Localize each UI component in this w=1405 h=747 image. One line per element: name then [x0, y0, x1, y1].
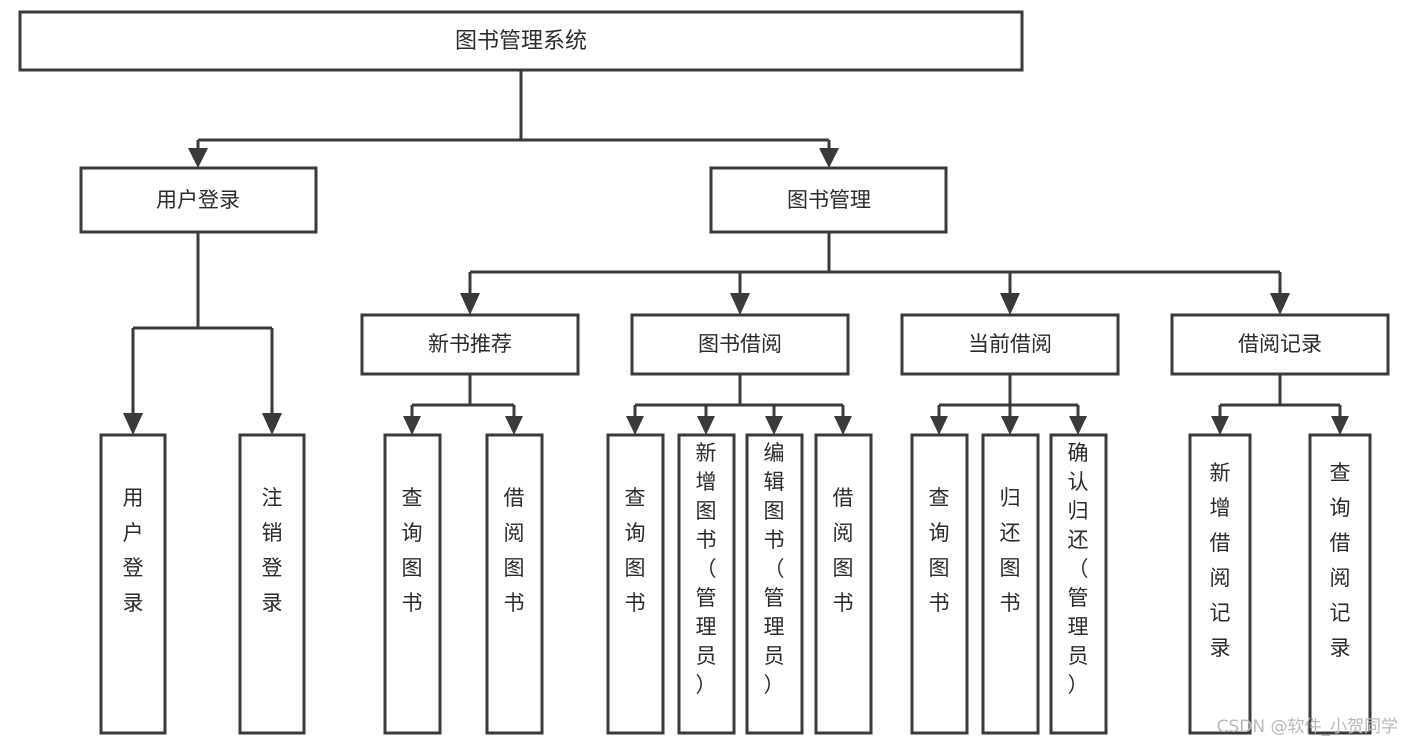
- node-leaf-user-logout[interactable]: 注销登录: [238, 433, 306, 735]
- node-user-login-label: 用户登录: [156, 188, 240, 212]
- connector-layer: [123, 70, 1349, 435]
- leaf-nodes-layer: 用户登录 注销登录 查询图书 借阅图书 查询图书 新增图书（管理员） 编辑图书（…: [99, 433, 1372, 735]
- node-leaf-query-borrow-record-box[interactable]: [1308, 433, 1372, 735]
- arrow-to-leaf-confirm-return-admin: [1069, 416, 1087, 435]
- node-leaf-add-borrow-record-box[interactable]: [1188, 433, 1252, 735]
- node-book-manage-box[interactable]: [709, 166, 948, 234]
- arrow-to-book-manage: [819, 148, 839, 168]
- node-root-label: 图书管理系统: [455, 29, 587, 54]
- node-root[interactable]: 图书管理系统: [18, 10, 1024, 72]
- arrow-to-borrow-record: [1270, 293, 1290, 315]
- node-leaf-edit-book-admin[interactable]: 编辑图书（管理员）: [745, 433, 804, 735]
- node-new-book-rec-box[interactable]: [360, 313, 580, 376]
- node-user-login[interactable]: 用户登录: [79, 166, 318, 234]
- node-leaf-borrow-book-rec-box[interactable]: [485, 433, 544, 735]
- node-leaf-user-login-label: 用户登录: [123, 486, 144, 615]
- node-root-box[interactable]: [18, 10, 1024, 72]
- arrow-to-leaf-user-login: [123, 413, 143, 435]
- node-leaf-query-book-rec-box[interactable]: [383, 433, 442, 735]
- arrow-to-leaf-user-logout: [262, 413, 282, 435]
- arrow-to-leaf-query-book-current: [930, 416, 948, 435]
- node-leaf-add-book-admin-label: 新增图书（管理员）: [696, 441, 717, 697]
- node-leaf-query-book-current-label: 查询图书: [929, 486, 950, 615]
- arrow-to-current-borrow: [1000, 293, 1020, 315]
- node-leaf-query-book-borrow-label: 查询图书: [625, 486, 646, 615]
- arrow-to-leaf-query-book-borrow: [626, 416, 644, 435]
- node-leaf-return-book-box[interactable]: [981, 433, 1040, 735]
- node-leaf-confirm-return-admin-box[interactable]: [1049, 433, 1108, 735]
- node-leaf-borrow-book-rec-label: 借阅图书: [504, 486, 525, 615]
- node-leaf-add-borrow-record[interactable]: 新增借阅记录: [1188, 433, 1252, 735]
- node-book-borrow[interactable]: 图书借阅: [630, 313, 850, 376]
- node-borrow-record-box[interactable]: [1170, 313, 1390, 376]
- arrow-to-new-book-rec: [460, 293, 480, 315]
- node-leaf-query-borrow-record[interactable]: 查询借阅记录: [1308, 433, 1372, 735]
- node-leaf-query-book-rec-label: 查询图书: [402, 486, 423, 615]
- node-leaf-borrow-book-rec[interactable]: 借阅图书: [485, 433, 544, 735]
- node-leaf-user-login-box[interactable]: [99, 433, 167, 735]
- node-leaf-add-book-admin[interactable]: 新增图书（管理员）: [677, 433, 736, 735]
- arrow-to-leaf-query-book-rec: [403, 416, 421, 435]
- arrow-to-leaf-add-borrow-record: [1211, 416, 1229, 435]
- node-book-borrow-label: 图书借阅: [698, 332, 782, 356]
- node-borrow-record-label: 借阅记录: [1238, 332, 1322, 356]
- node-borrow-record[interactable]: 借阅记录: [1170, 313, 1390, 376]
- node-current-borrow-label: 当前借阅: [968, 332, 1052, 356]
- node-leaf-return-book[interactable]: 归还图书: [981, 433, 1040, 735]
- arrow-to-leaf-query-borrow-record: [1331, 416, 1349, 435]
- arrow-to-leaf-add-book-admin: [697, 416, 715, 435]
- arrow-to-leaf-edit-book-admin: [765, 416, 783, 435]
- node-leaf-borrow-book-box[interactable]: [814, 433, 873, 735]
- node-leaf-borrow-book[interactable]: 借阅图书: [814, 433, 873, 735]
- node-leaf-confirm-return-admin-label: 确认归还（管理员）: [1068, 441, 1089, 697]
- arrow-to-leaf-borrow-book-rec: [505, 416, 523, 435]
- node-leaf-edit-book-admin-label: 编辑图书（管理员）: [764, 441, 785, 697]
- arrow-to-book-borrow: [730, 293, 750, 315]
- node-leaf-edit-book-admin-box[interactable]: [745, 433, 804, 735]
- node-book-manage[interactable]: 图书管理: [709, 166, 948, 234]
- node-leaf-query-book-borrow-box[interactable]: [606, 433, 665, 735]
- arrow-to-leaf-return-book: [1001, 416, 1019, 435]
- csdn-watermark: CSDN @软件_小贺同学: [1217, 717, 1398, 737]
- node-book-borrow-box[interactable]: [630, 313, 850, 376]
- node-leaf-query-book-current-box[interactable]: [910, 433, 969, 735]
- node-leaf-add-borrow-record-label: 新增借阅记录: [1210, 461, 1231, 660]
- node-leaf-user-logout-box[interactable]: [238, 433, 306, 735]
- node-leaf-user-login[interactable]: 用户登录: [99, 433, 167, 735]
- node-leaf-user-logout-label: 注销登录: [262, 486, 283, 615]
- node-leaf-borrow-book-label: 借阅图书: [833, 486, 854, 615]
- node-new-book-rec[interactable]: 新书推荐: [360, 313, 580, 376]
- node-leaf-return-book-label: 归还图书: [1000, 486, 1021, 615]
- node-new-book-rec-label: 新书推荐: [428, 332, 512, 356]
- node-leaf-query-book-rec[interactable]: 查询图书: [383, 433, 442, 735]
- arrow-to-user-login: [188, 148, 208, 168]
- node-current-borrow-box[interactable]: [900, 313, 1120, 376]
- node-user-login-box[interactable]: [79, 166, 318, 234]
- node-current-borrow[interactable]: 当前借阅: [900, 313, 1120, 376]
- node-book-manage-label: 图书管理: [787, 188, 871, 212]
- node-leaf-query-book-borrow[interactable]: 查询图书: [606, 433, 665, 735]
- node-leaf-query-borrow-record-label: 查询借阅记录: [1330, 461, 1351, 660]
- node-leaf-query-book-current[interactable]: 查询图书: [910, 433, 969, 735]
- node-leaf-add-book-admin-box[interactable]: [677, 433, 736, 735]
- arrow-to-leaf-borrow-book: [834, 416, 852, 435]
- node-leaf-confirm-return-admin[interactable]: 确认归还（管理员）: [1049, 433, 1108, 735]
